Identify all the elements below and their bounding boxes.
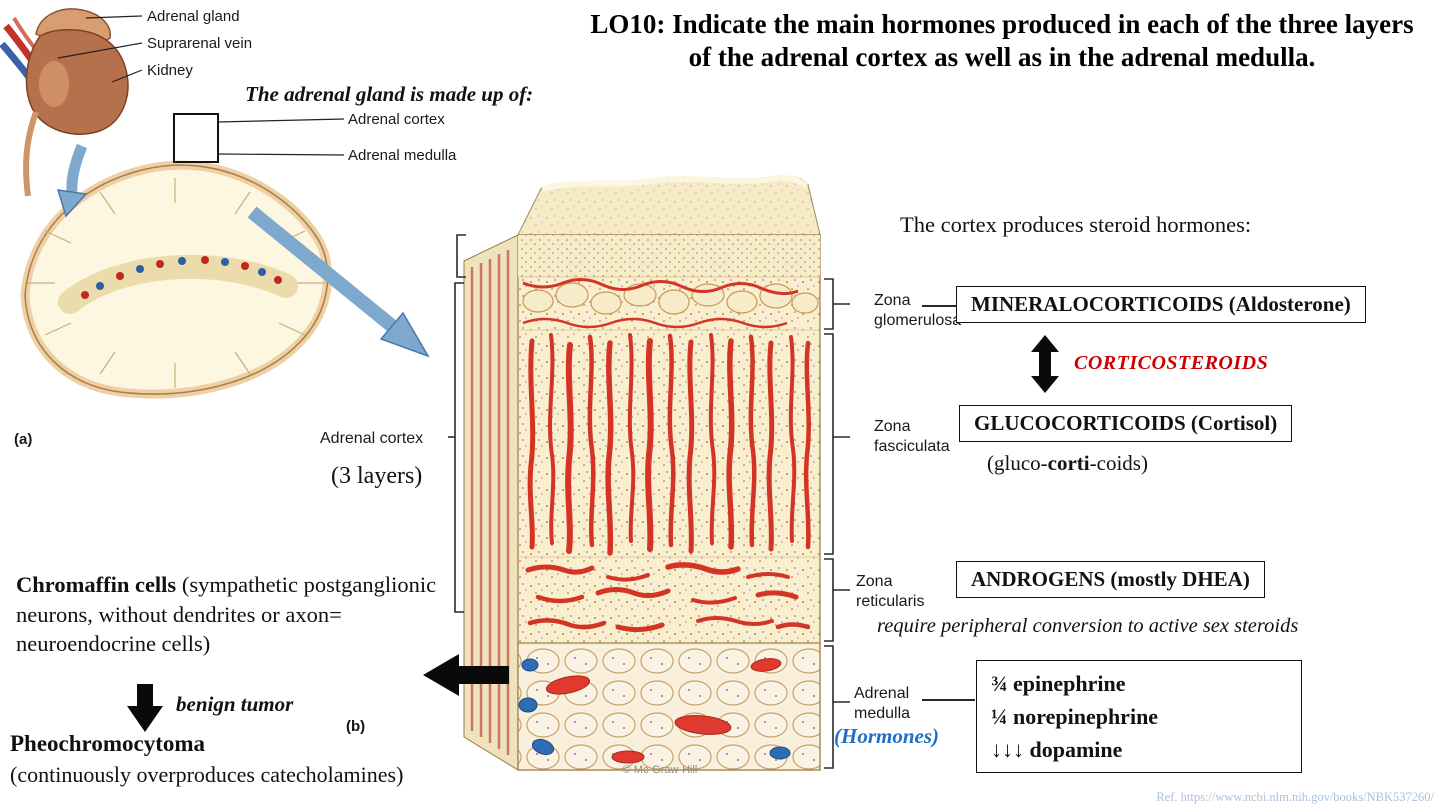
corticosteroids-label: CORTICOSTEROIDS (1074, 352, 1269, 374)
capsule-layer (518, 235, 820, 277)
copyright-text: © Mc-Graw-Hill (623, 764, 698, 776)
androgens-box: ANDROGENS (mostly DHEA) (956, 561, 1265, 598)
adrenal-cortex-label: Adrenal cortex (348, 111, 445, 128)
gluco-pre: (gluco- (987, 451, 1048, 475)
mineralocorticoids-box: MINERALOCORTICOIDS (Aldosterone) (956, 286, 1366, 323)
gluco-mnemonic: (gluco-corti-coids) (987, 451, 1148, 476)
gluco-post: -coids) (1089, 451, 1148, 475)
figure-a-leader-lines (57, 15, 143, 83)
three-layers-note: (3 layers) (331, 463, 423, 489)
kidney-shape (25, 29, 129, 135)
reference-link: Ref. https://www.ncbi.nlm.nih.gov/books/… (1156, 790, 1434, 804)
medulla-hormone-line: ↓↓↓ dopamine (991, 737, 1123, 762)
figure-b-caption: (b) (346, 718, 366, 735)
pheochromocytoma-label: Pheochromocytoma (10, 731, 206, 756)
glucocorticoids-box: GLUCOCORTICOIDS (Cortisol) (959, 405, 1293, 442)
magnified-region-box (173, 113, 219, 163)
adrenal-cross-section (20, 160, 333, 399)
block-top-face (517, 174, 821, 236)
chromaffin-bold: Chromaffin cells (16, 572, 177, 597)
medulla-connector-line (922, 699, 975, 701)
kidney-label: Kidney (147, 62, 193, 79)
zona-glomerulosa-layer (522, 278, 819, 329)
hormones-note: (Hormones) (834, 724, 939, 748)
blue-arrow-to-section-icon (56, 143, 88, 218)
glomerulosa-connector-line (922, 305, 956, 307)
zona-reticularis-label: Zona reticularis (856, 573, 925, 611)
pheochromocytoma-note: (continuously overproduces catecholamine… (10, 762, 404, 787)
benign-tumor-note: benign tumor (176, 692, 294, 716)
figure-a-caption: (a) (14, 431, 32, 448)
renal-pelvis (39, 61, 69, 107)
cortex-radial-lines (27, 178, 325, 388)
blue-arrow-to-histology-icon (247, 206, 430, 358)
zona-reticularis-layer (525, 562, 811, 633)
medulla-hormone-line: ¾ epinephrine (991, 671, 1126, 696)
zona-fasciculata-layer (527, 333, 811, 556)
medulla-band (58, 254, 298, 314)
up-down-arrow-icon (1031, 335, 1059, 393)
ureter (23, 110, 39, 197)
made-up-of-text: The adrenal gland is made up of: (245, 82, 534, 106)
down-arrow-icon (127, 684, 163, 732)
left-arrow-icon (423, 654, 509, 696)
zone-brackets (448, 234, 850, 769)
block-side-face (463, 234, 519, 771)
medulla-hormones-box: ¾ epinephrine ¼ norepinephrine ↓↓↓ dopam… (976, 660, 1302, 773)
zona-fasciculata-label: Zona fasciculata (874, 418, 950, 456)
adrenal-medulla-label: Adrenal medulla (348, 147, 457, 164)
androgens-note: require peripheral conversion to active … (877, 615, 1299, 637)
suprarenal-vein-label: Suprarenal vein (147, 35, 252, 52)
cortex-intro-text: The cortex produces steroid hormones: (900, 212, 1252, 237)
gluco-bold: corti (1047, 451, 1090, 475)
medulla-dots (81, 256, 282, 299)
chromaffin-paragraph: Chromaffin cells (sympathetic postgangli… (16, 570, 450, 659)
adrenal-medulla-zone-label: Adrenal medulla (854, 685, 911, 723)
kidney-adrenal-illustration: Adrenal gland Suprarenal vein Kidney (0, 8, 457, 448)
section-leader-lines (217, 118, 345, 156)
adrenal-cortex-pointer-label: Adrenal cortex (320, 430, 424, 447)
layer-boundaries (518, 276, 820, 558)
chromaffin-rest: (sympathetic postganglionic neurons, wit… (16, 572, 437, 657)
adrenal-medulla-layer (517, 642, 821, 771)
medulla-hormone-line: ¼ norepinephrine (991, 704, 1159, 729)
zona-glomerulosa-label: Zona glomerulosa (874, 292, 962, 330)
adrenal-gland-label: Adrenal gland (147, 8, 240, 25)
adrenal-histology-illustration: © Mc-Graw-Hill (448, 174, 850, 776)
page-title: LO10: Indicate the main hormones produce… (590, 9, 1414, 73)
